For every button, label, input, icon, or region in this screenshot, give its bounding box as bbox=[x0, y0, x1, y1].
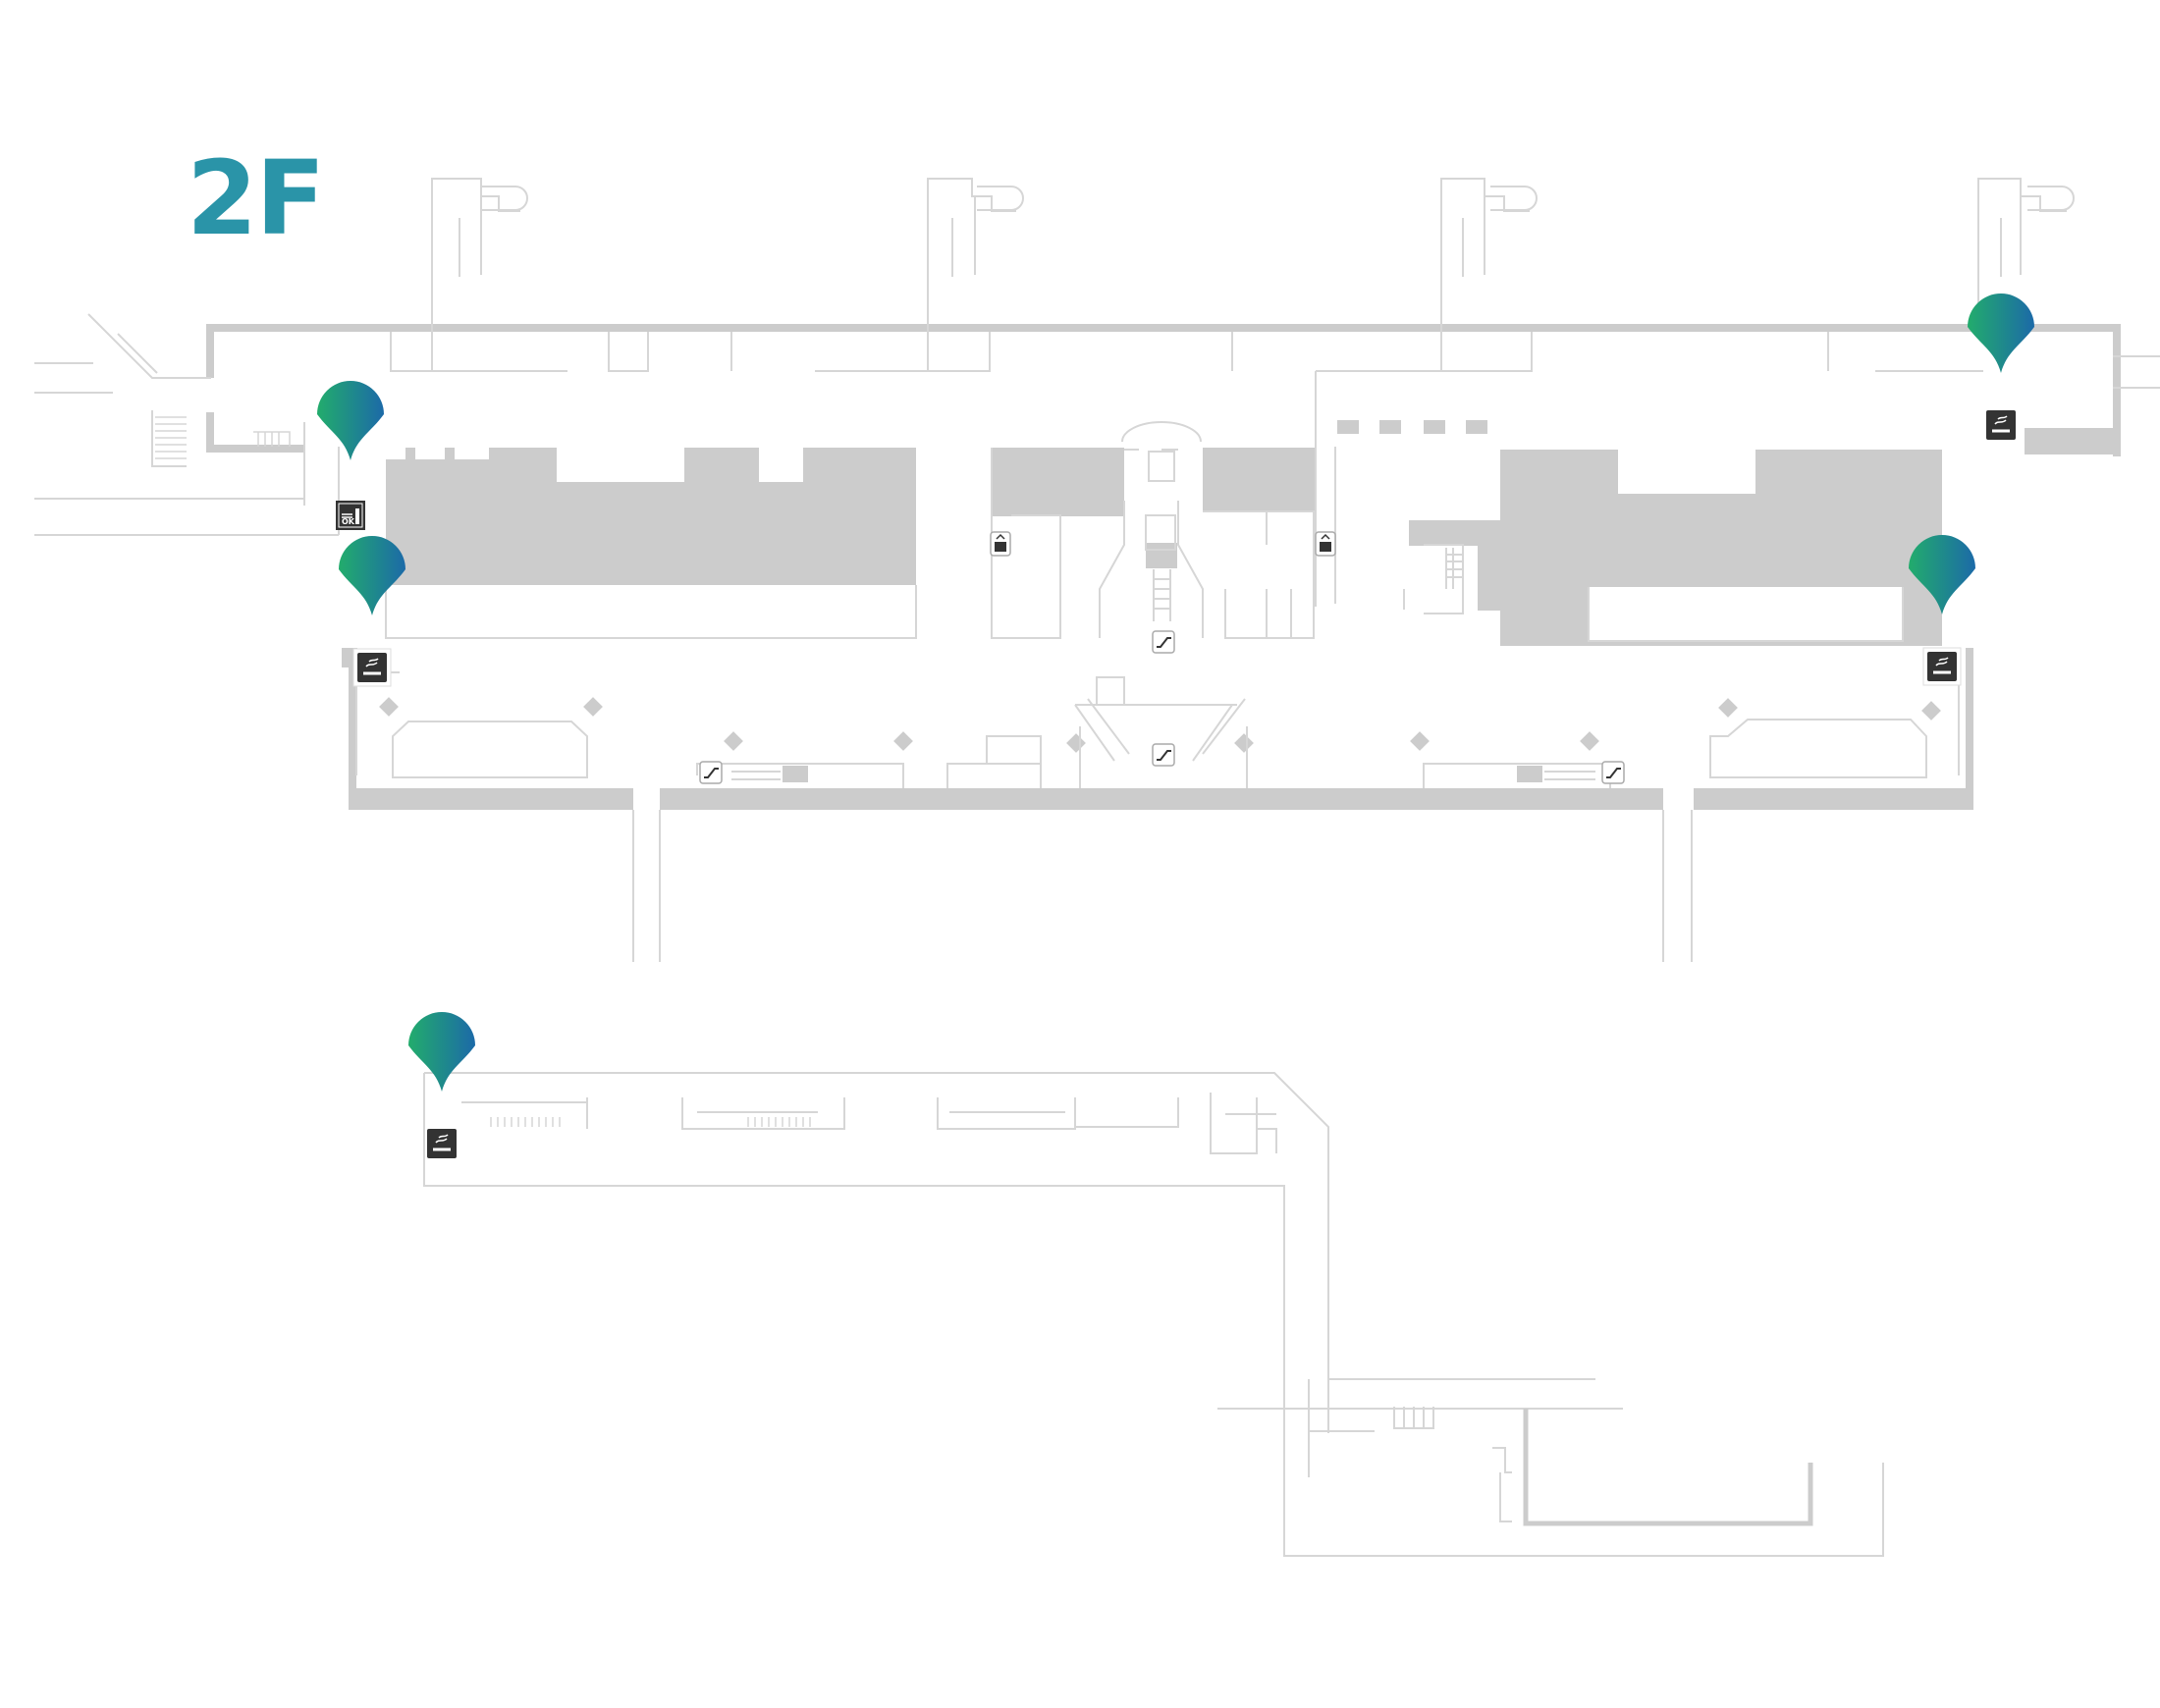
shop-block-center-left bbox=[992, 448, 1124, 516]
floor-label: 2F bbox=[187, 138, 325, 258]
escalator-icon-3 bbox=[699, 761, 723, 784]
walls bbox=[206, 324, 2121, 810]
smoking-area-marker-1[interactable]: OK bbox=[317, 381, 384, 530]
smoking-room-icon bbox=[352, 648, 392, 687]
smoking-room-icon bbox=[1986, 410, 2016, 440]
escalator-icon-4 bbox=[1601, 761, 1625, 784]
elevator-icon-2 bbox=[1315, 531, 1336, 557]
escalator-icon-1 bbox=[1152, 630, 1175, 654]
pillars bbox=[379, 697, 1941, 753]
smoking-area-marker-2[interactable] bbox=[339, 536, 405, 687]
smoking-area-marker-4[interactable] bbox=[1909, 535, 1975, 686]
smoking-area-marker-3[interactable] bbox=[1968, 294, 2034, 440]
smoking-room-icon bbox=[1922, 647, 1962, 686]
floor-outlines bbox=[34, 178, 2160, 1557]
smoking-room-icon bbox=[427, 1129, 457, 1158]
escalator-icon-2 bbox=[1152, 743, 1175, 767]
smoking-ok-sign-icon: OK bbox=[336, 501, 365, 530]
facility-icons bbox=[699, 531, 1625, 784]
south-pier-walls bbox=[1523, 1409, 1813, 1526]
shop-blocks bbox=[386, 420, 1942, 782]
elevator-icon-1 bbox=[990, 531, 1011, 557]
smoking-area-marker-5[interactable] bbox=[408, 1012, 475, 1158]
smoking-ok-sign-label: OK bbox=[342, 517, 355, 526]
shop-block-center-right bbox=[1203, 448, 1316, 511]
